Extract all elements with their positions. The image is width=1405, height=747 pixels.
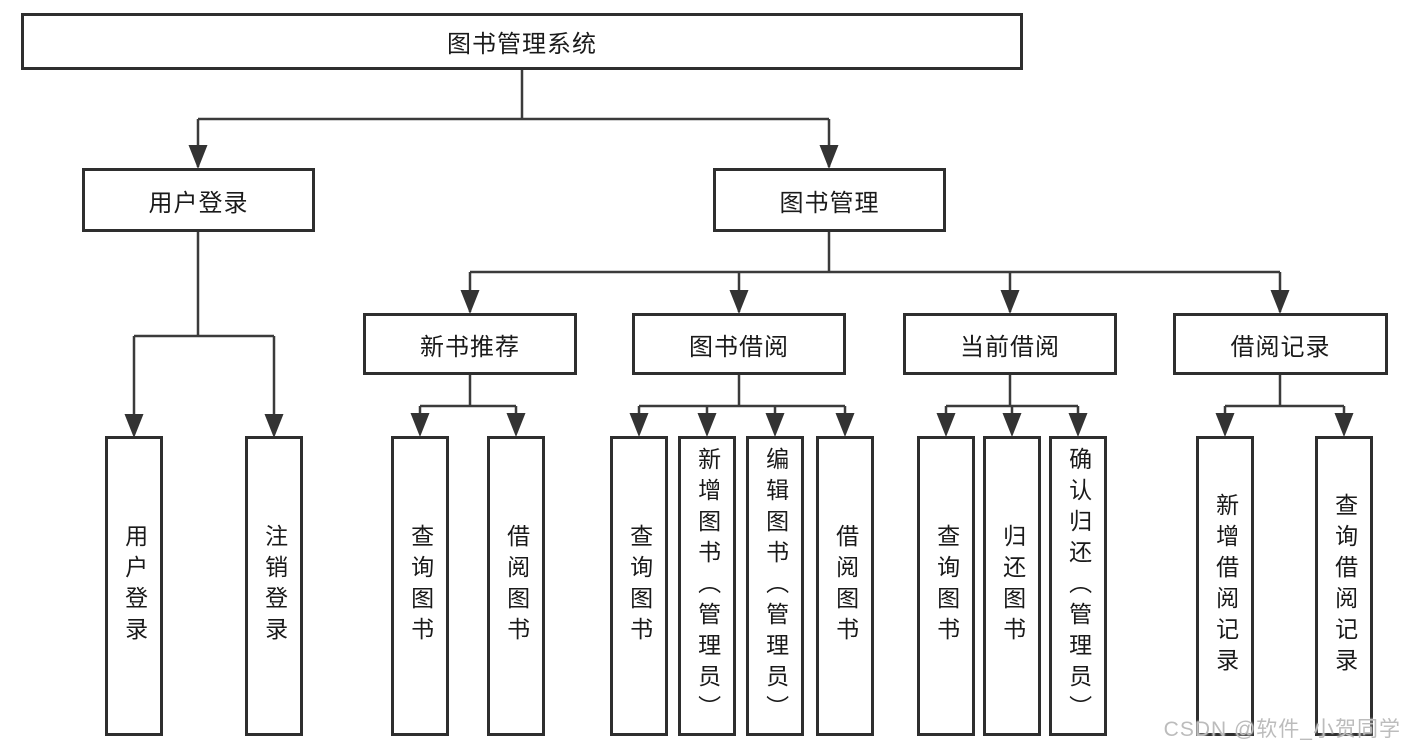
leaf-current-query-books-label: 查询图书 xyxy=(933,524,960,648)
leaf-logout-label: 注销登录 xyxy=(261,524,288,648)
leaf-recommend-borrow-books: 借阅图书 xyxy=(487,436,545,736)
leaf-records-query-record: 查询借阅记录 xyxy=(1315,436,1373,736)
leaf-borrow-edit-books: 编辑图书（管理员） xyxy=(746,436,804,736)
leaf-borrow-add-books-label: 新增图书（管理员） xyxy=(694,446,721,726)
leaf-records-add-record: 新增借阅记录 xyxy=(1196,436,1254,736)
node-new-book-recommend: 新书推荐 xyxy=(363,313,577,375)
csdn-watermark: CSDN @软件_小贺同学 xyxy=(1163,718,1401,741)
node-book-borrow: 图书借阅 xyxy=(632,313,846,375)
node-current-borrow: 当前借阅 xyxy=(903,313,1117,375)
leaf-user-login-label: 用户登录 xyxy=(121,524,148,648)
node-book-borrow-label: 图书借阅 xyxy=(689,333,789,361)
leaf-borrow-query-books-label: 查询图书 xyxy=(626,524,653,648)
leaf-recommend-borrow-books-label: 借阅图书 xyxy=(503,524,530,648)
leaf-borrow-edit-books-label: 编辑图书（管理员） xyxy=(762,446,789,726)
arrowheads xyxy=(124,145,1354,438)
leaf-borrow-query-books: 查询图书 xyxy=(610,436,668,736)
node-book-management: 图书管理 xyxy=(713,168,946,232)
node-user-login-label: 用户登录 xyxy=(148,189,249,217)
leaf-logout: 注销登录 xyxy=(245,436,303,736)
node-root-label: 图书管理系统 xyxy=(447,31,597,58)
node-borrow-records-label: 借阅记录 xyxy=(1230,333,1331,361)
leaf-user-login: 用户登录 xyxy=(105,436,163,736)
leaf-borrow-borrow-books-label: 借阅图书 xyxy=(832,524,859,648)
leaf-recommend-query-books: 查询图书 xyxy=(391,436,449,736)
node-user-login: 用户登录 xyxy=(82,168,315,232)
leaf-borrow-borrow-books: 借阅图书 xyxy=(816,436,874,736)
node-book-management-label: 图书管理 xyxy=(779,189,880,217)
leaf-current-confirm-return: 确认归还（管理员） xyxy=(1049,436,1107,736)
leaf-current-confirm-return-label: 确认归还（管理员） xyxy=(1065,446,1092,726)
leaf-records-add-record-label: 新增借阅记录 xyxy=(1212,493,1239,679)
leaf-records-query-record-label: 查询借阅记录 xyxy=(1331,493,1358,679)
leaf-recommend-query-books-label: 查询图书 xyxy=(407,524,434,648)
leaf-current-return-books: 归还图书 xyxy=(983,436,1041,736)
leaf-borrow-add-books: 新增图书（管理员） xyxy=(678,436,736,736)
leaf-current-query-books: 查询图书 xyxy=(917,436,975,736)
node-root: 图书管理系统 xyxy=(21,13,1023,70)
node-new-book-recommend-label: 新书推荐 xyxy=(420,333,520,361)
node-borrow-records: 借阅记录 xyxy=(1173,313,1388,375)
node-current-borrow-label: 当前借阅 xyxy=(960,333,1060,361)
leaf-current-return-books-label: 归还图书 xyxy=(999,524,1026,648)
